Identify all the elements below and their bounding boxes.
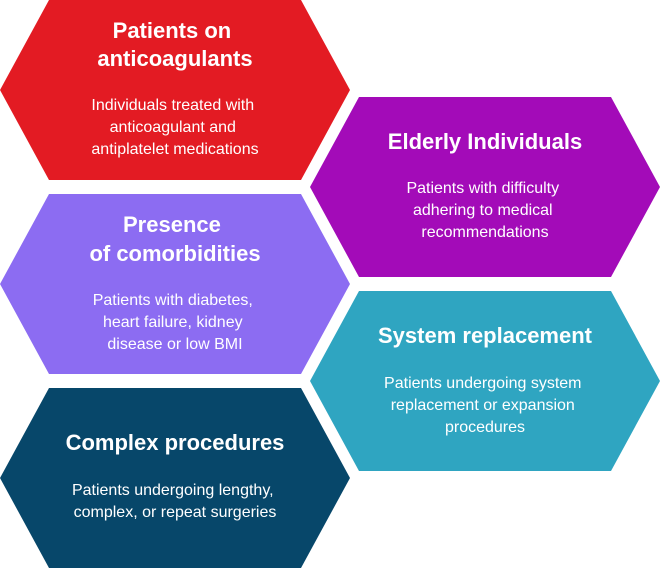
hexagon-title-line: Elderly Individuals <box>388 129 582 154</box>
hexagon-title-line: Patients on <box>113 18 232 43</box>
hexagon-shape <box>310 291 660 471</box>
hexagon-description-line: complex, or repeat surgeries <box>74 504 277 521</box>
hexagon-description: Individuals treated with anticoagulant a… <box>91 97 258 158</box>
hexagon-anticoagulants: Patients on anticoagulants Individuals t… <box>0 0 350 180</box>
hexagon-title-line: of comorbidities <box>89 241 260 266</box>
hexagon-description: Patients undergoing system replacement o… <box>384 375 586 436</box>
hexagon-title: Patients on anticoagulants <box>97 18 252 71</box>
hexagon-description-line: replacement or expansion <box>391 397 575 414</box>
hexagon-title-line: anticoagulants <box>97 46 252 71</box>
hexagon-description-line: Patients with diabetes, <box>93 292 253 309</box>
hexagon-shape <box>0 194 350 374</box>
hexagon-title-line: Complex procedures <box>66 430 285 455</box>
hexagon-shape <box>0 0 350 180</box>
hexagon-description-line: Patients with difficulty <box>406 180 559 197</box>
hexagon-title-line: System replacement <box>378 323 593 348</box>
hexagon-description: Patients undergoing lengthy, complex, or… <box>72 482 278 521</box>
hexagon-description-line: Individuals treated with <box>91 97 254 114</box>
hexagon-description-line: procedures <box>445 419 525 436</box>
hexagon-description-line: heart failure, kidney <box>103 314 243 331</box>
hexagon-title: System replacement <box>378 323 593 348</box>
hexagon-shape <box>0 388 350 568</box>
hexagon-description-line: Patients undergoing system <box>384 375 581 392</box>
hexagon-description-line: recommendations <box>421 224 548 241</box>
hexagon-description-line: adhering to medical <box>413 202 553 219</box>
hexagon-title: Elderly Individuals <box>388 129 582 154</box>
hexagon-elderly: Elderly Individuals Patients with diffic… <box>310 97 660 277</box>
hexagon-comorbidities: Presence of comorbidities Patients with … <box>0 194 350 374</box>
hexagon-description: Patients with difficulty adhering to med… <box>406 180 563 241</box>
hexagon-shape <box>310 97 660 277</box>
hexagon-title: Complex procedures <box>66 430 285 455</box>
hexagon-description-line: Patients undergoing lengthy, <box>72 482 274 499</box>
hexagon-system-replacement: System replacement Patients undergoing s… <box>310 291 660 471</box>
hexagon-description-line: anticoagulant and <box>110 119 236 136</box>
hexagon-title-line: Presence <box>123 212 221 237</box>
hexagon-description-line: antiplatelet medications <box>91 141 258 158</box>
hexagon-title: Presence of comorbidities <box>89 212 260 266</box>
hexagon-description-line: disease or low BMI <box>107 336 242 353</box>
hexagon-description: Patients with diabetes, heart failure, k… <box>93 292 258 353</box>
hexagon-complex-procedures: Complex procedures Patients undergoing l… <box>0 388 350 568</box>
